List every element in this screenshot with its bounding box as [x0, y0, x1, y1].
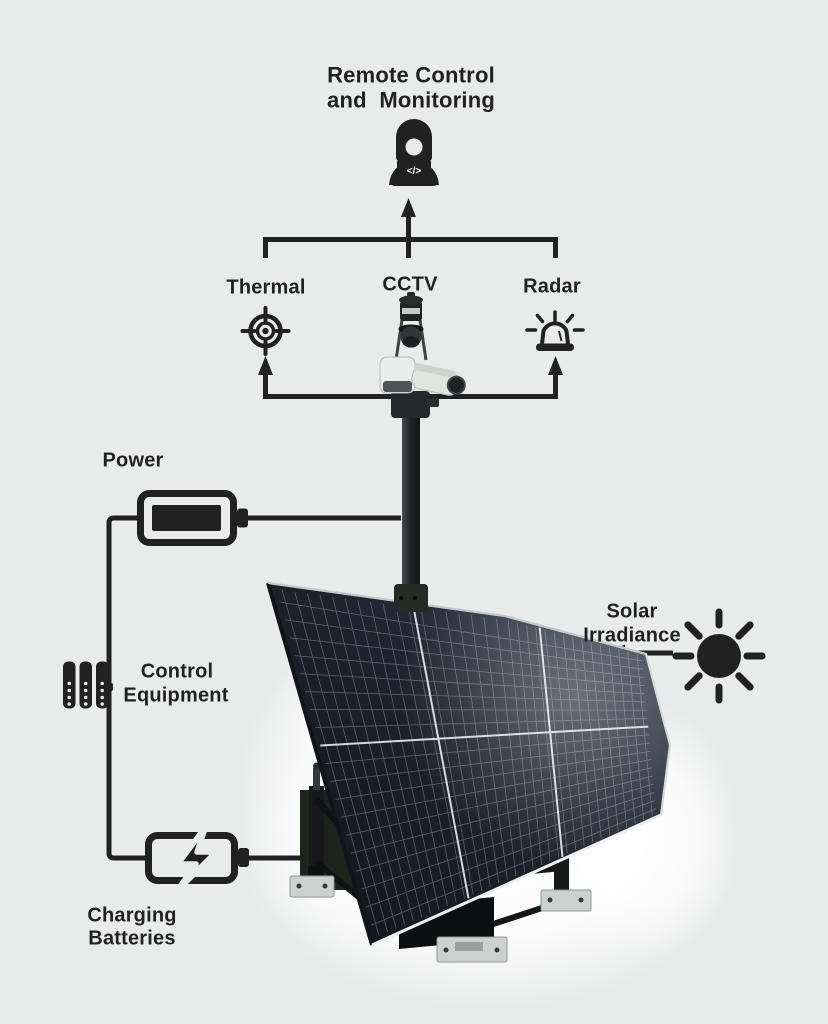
operator-face: [405, 138, 423, 156]
control-equipment-label2: Equipment: [123, 684, 229, 707]
radar-label: Radar: [523, 275, 581, 298]
thermal-arrow-head: [258, 356, 273, 375]
battery-charging-icon: [145, 823, 249, 895]
cctv-label: CCTV: [382, 273, 438, 296]
camera-mast-pole: [402, 398, 420, 610]
ptz-camera: [379, 292, 466, 418]
laptop-screen: [397, 159, 431, 182]
crosshair-target-icon: [240, 306, 291, 356]
solar-irradiance-label2: Irradiance: [583, 624, 681, 647]
solar-trailer-photo: [266, 292, 672, 963]
sun-icon: [672, 608, 766, 704]
camera-base: [391, 391, 430, 418]
thermal-label: Thermal: [226, 276, 306, 299]
solar-irradiance-label1: Solar: [606, 600, 658, 623]
remote-arrow-head: [401, 198, 416, 217]
base-plate: [289, 875, 335, 898]
title-line1: Remote Control: [327, 62, 495, 88]
battery-full-icon: [137, 490, 248, 546]
lightning-bolt: [173, 823, 219, 895]
server-rack-icon: [63, 661, 113, 709]
power-label: Power: [102, 449, 164, 472]
solar-panel: [266, 581, 672, 947]
charging-batteries-label1: Charging: [87, 904, 177, 927]
bullet-camera: [411, 363, 466, 396]
top-bracket: [263, 237, 558, 258]
charging-batteries-label2: Batteries: [88, 927, 176, 950]
operator-laptop-icon: </>: [389, 119, 439, 186]
beacon-cap: [399, 295, 423, 305]
radar-arrow-head: [548, 356, 563, 375]
title-line2: and Monitoring: [327, 87, 495, 113]
laptop-base: [391, 179, 437, 186]
siren-icon: [525, 310, 585, 351]
mast-clamp: [394, 584, 428, 612]
laptop-code-glyph: </>: [407, 166, 422, 177]
base-plate: [540, 889, 592, 912]
control-equipment-label1: Control: [140, 660, 214, 683]
